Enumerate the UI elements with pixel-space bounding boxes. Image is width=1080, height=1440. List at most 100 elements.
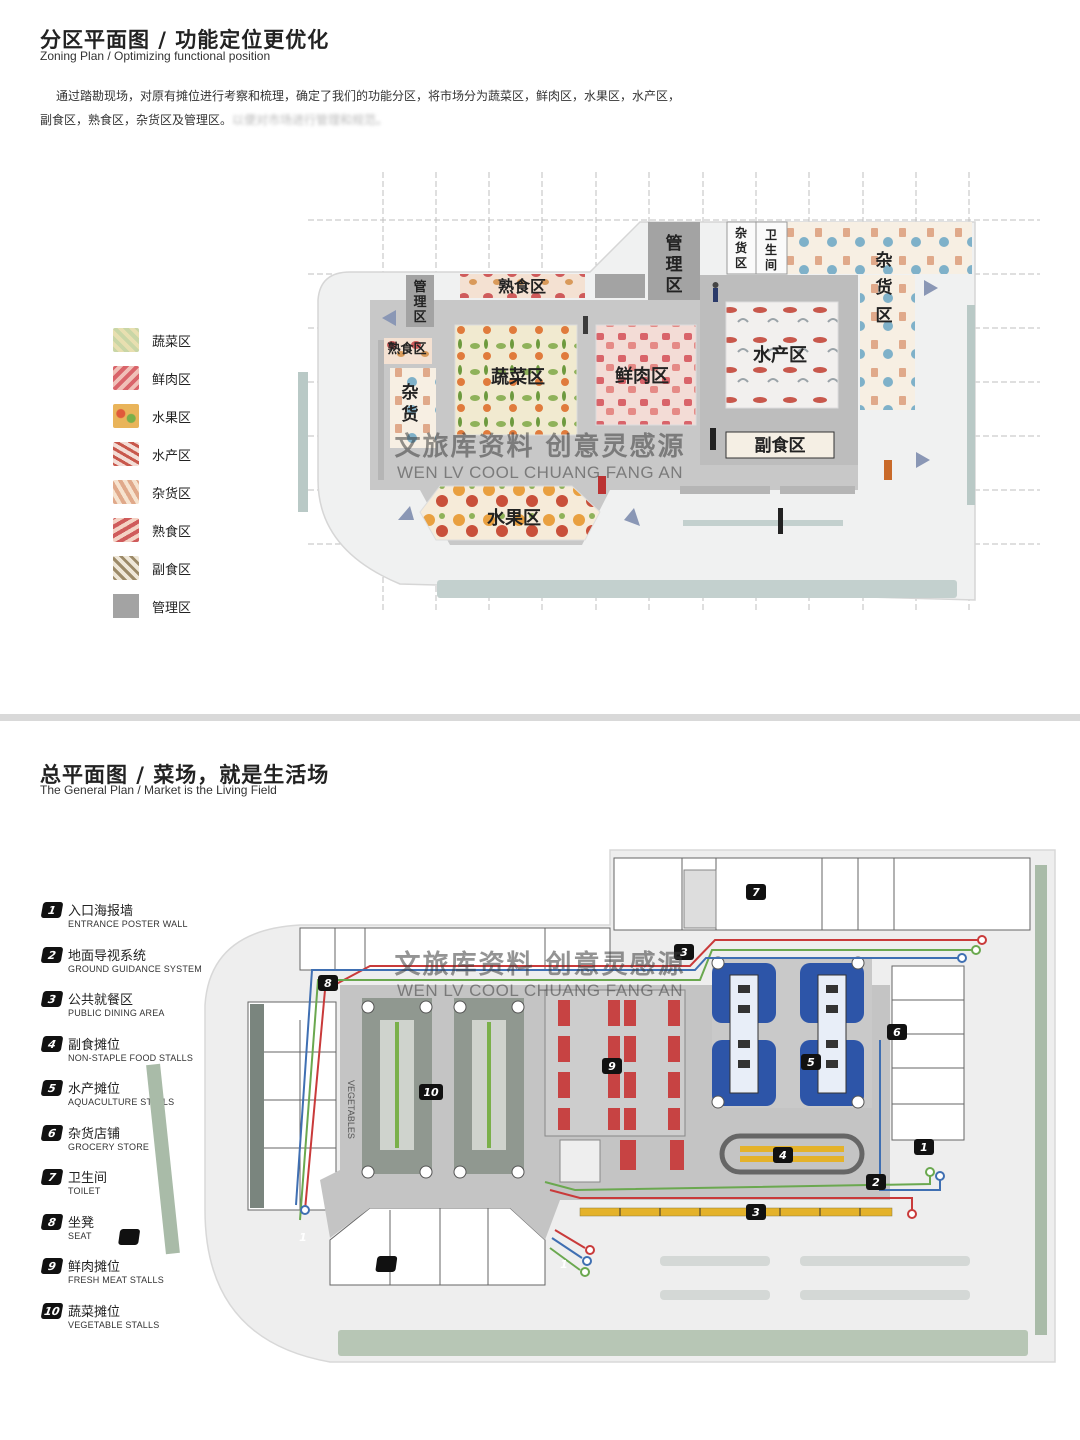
svg-text:9: 9: [608, 1060, 616, 1073]
legend-en: AQUACULTURE STALLS: [68, 1097, 175, 1107]
zoning-title: 分区平面图 / 功能定位更优化: [40, 28, 330, 52]
legend-item-cooked: 熟食区: [113, 511, 223, 549]
svg-text:1: 1: [920, 1141, 928, 1154]
svg-text:2: 2: [872, 1176, 880, 1189]
zoning-subtitle: Zoning Plan / Optimizing functional posi…: [40, 49, 271, 63]
zoning-legend: 蔬菜区 鲜肉区 水果区 水产区 杂货区 熟食区 副食区 管理区: [113, 321, 223, 625]
intro-blurred: 以便对市场进行管理和规范。: [232, 113, 389, 127]
label-veg: 蔬菜区: [491, 367, 545, 388]
label-misc-right-2: 货: [876, 277, 893, 298]
green-strip: [146, 1063, 180, 1255]
legend-cn: 卫生间: [68, 1171, 108, 1186]
map-labels: 熟食区 管 理 区 管 理 区 杂 货 区 卫 生 间 杂 货 区 熟食区 杂 …: [387, 225, 892, 529]
label-aqua: 水产区: [753, 344, 807, 366]
general-subtitle: The General Plan / Market is the Living …: [40, 783, 277, 797]
legend-item-meat: 鲜肉区: [113, 359, 223, 397]
veg-floor-label: VEGETABLES: [346, 1080, 356, 1139]
label-cooked-top: 熟食区: [498, 277, 546, 296]
legend-label: 熟食区: [152, 524, 192, 540]
legend-cn: 副食摊位: [68, 1037, 121, 1053]
marker-1c: 1: [914, 1139, 934, 1155]
green-strip: [1035, 865, 1047, 1335]
label-wc-1: 卫: [765, 228, 777, 242]
legend-cn: 水产摊位: [68, 1082, 121, 1097]
label-fruit: 水果区: [487, 507, 541, 529]
svg-text:5: 5: [807, 1056, 815, 1069]
top-left-shops: [299, 927, 611, 971]
numbered-markers: 1 1 1 2 3 3 4 5 6 7 8 9 10: [118, 884, 934, 1272]
legend-cn: 鲜肉摊位: [68, 1260, 121, 1275]
green-strip: [437, 580, 957, 598]
svg-text:10: 10: [423, 1086, 439, 1099]
green-strip: [298, 372, 308, 512]
label-misc-right-3: 区: [876, 306, 893, 326]
legend-cn: 入口海报墙: [68, 904, 134, 919]
zone-cooked-top: [460, 274, 585, 298]
zone-misc-top: [787, 222, 972, 274]
legend-label: 水果区: [152, 410, 192, 426]
zone-mgmt-left: [406, 275, 434, 327]
intro-line-1: 通过踏勘现场，对原有摊位进行考察和梳理，确定了我们的功能分区，将市场分为蔬菜区，…: [56, 89, 681, 103]
zoning-intro: 通过踏勘现场，对原有摊位进行考察和梳理，确定了我们的功能分区，将市场分为蔬菜区，…: [40, 84, 740, 132]
label-misc-left-2: 货: [402, 404, 419, 425]
marker-10: 10: [419, 1084, 443, 1100]
meat-stalls: [544, 989, 686, 1183]
zone-mgmt-strip: [595, 274, 645, 298]
legend-item-misc: 杂货区: [113, 473, 223, 511]
legend-item-aqua: 水产区: [113, 435, 223, 473]
legend-en: NON-STAPLE FOOD STALLS: [68, 1052, 194, 1063]
label-wc-2: 生: [765, 242, 777, 257]
zone-veg: [454, 324, 578, 436]
legend-en: SEAT: [68, 1230, 92, 1241]
label-mgmt-top-3: 区: [666, 276, 683, 296]
zone-meat: [595, 324, 697, 426]
label-misc-top-3: 区: [735, 256, 747, 270]
legend-en: ENTRANCE POSTER WALL: [68, 919, 188, 929]
legend-label: 副食区: [152, 562, 192, 578]
legend-swatch: [113, 594, 139, 618]
legend-cn: 杂货店铺: [68, 1126, 121, 1142]
legend-swatch: [113, 556, 139, 580]
label-cooked-left: 熟食区: [387, 341, 426, 357]
legend-swatch: [113, 518, 139, 542]
legend-en: VEGETABLE STALLS: [68, 1319, 160, 1330]
general-title: 总平面图 / 菜场，就是生活场: [40, 763, 330, 787]
label-misc-top-1: 杂: [735, 225, 747, 240]
legend-en: GROCERY STORE: [68, 1141, 150, 1152]
right-shops: [891, 965, 965, 1141]
label-wc-3: 间: [765, 257, 777, 272]
legend-swatch: [113, 366, 139, 390]
legend-item-fruit: 水果区: [113, 397, 223, 435]
svg-text:3: 3: [680, 946, 688, 959]
guidance-lines: [295, 939, 982, 1271]
label-mgmt-left-1: 管: [413, 279, 426, 295]
legend-cn: 公共就餐区: [68, 993, 134, 1008]
marker-8: 8: [318, 975, 338, 991]
label-misc-left-1: 杂: [402, 382, 419, 403]
marker-9: 9: [602, 1058, 622, 1074]
legend-label: 蔬菜区: [152, 334, 192, 350]
zone-fruit: [419, 485, 601, 541]
zone-nonstaple: [725, 431, 835, 459]
intro-line-2: 副食区，熟食区，杂货区及管理区。: [40, 113, 233, 127]
zone-misc-right: [860, 275, 915, 410]
marker-1b: 1: [375, 1256, 568, 1272]
marker-4: 4: [773, 1147, 793, 1163]
legend-cn: 坐凳: [68, 1215, 95, 1231]
green-strip: [683, 520, 843, 526]
svg-text:1: 1: [299, 1231, 307, 1244]
zone-cooked-left: [384, 338, 432, 364]
marker-3b: 3: [746, 1204, 766, 1220]
guidance-endpoints: [300, 935, 987, 1277]
legend-en: GROUND GUIDANCE SYSTEM: [68, 963, 202, 974]
parking-strips: [660, 1256, 970, 1300]
section-divider: [0, 714, 1080, 721]
entrance-arrows: [382, 280, 938, 526]
marker-1a: 1: [118, 1229, 307, 1245]
